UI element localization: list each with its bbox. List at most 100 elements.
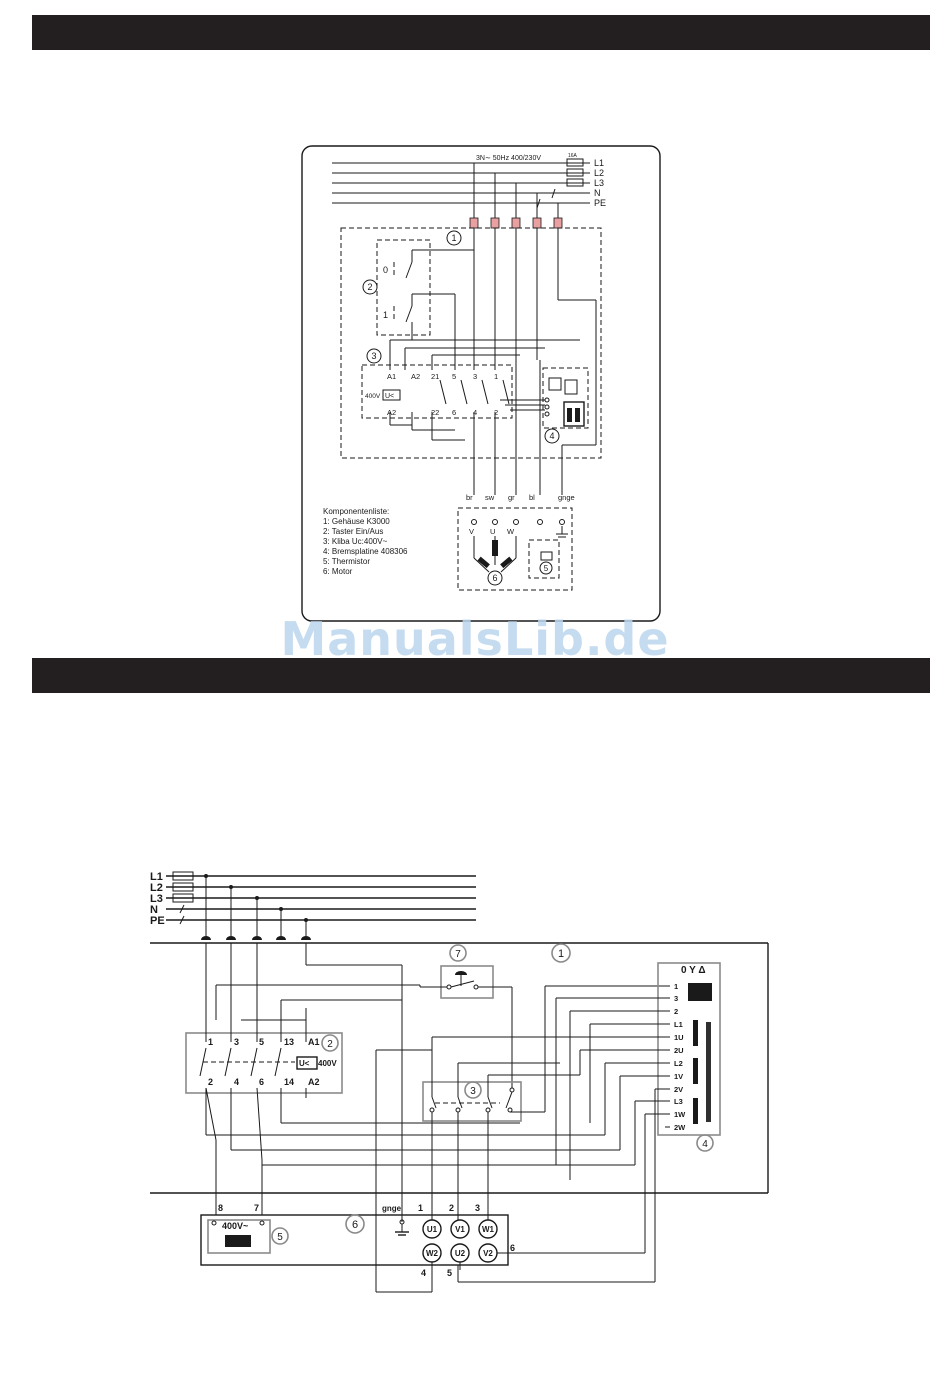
component-3: 3: Kliba Uc:400V~ — [323, 537, 388, 546]
contactor2-term-a1: A1 — [308, 1037, 320, 1047]
motor-2-lower-wiring — [376, 1252, 520, 1293]
phase-label-l3: L3 — [594, 178, 604, 188]
wire-color-gr: gr — [508, 493, 515, 502]
supply-lines-2 — [166, 871, 476, 940]
motor-term-v1: V1 — [455, 1225, 465, 1234]
phase-label-n: N — [594, 188, 601, 198]
phase-label-pe: PE — [594, 198, 606, 208]
supply-lines — [332, 158, 590, 209]
phase2-label-l1: L1 — [150, 871, 163, 883]
contactor2-term-13: 13 — [284, 1037, 294, 1047]
brake-term-1v: 1V — [674, 1072, 683, 1081]
phase2-label-l2: L2 — [150, 882, 163, 894]
contactor-box-2 — [185, 1032, 343, 1094]
diagram-1-frame — [301, 145, 661, 622]
coil-symbol-2: U< — [299, 1059, 310, 1068]
marker-2 — [362, 279, 378, 295]
diagram-2: L1 L2 L3 N PE — [150, 871, 769, 1293]
motor-wire-5: 5 — [447, 1268, 452, 1278]
motor-term-u2: U2 — [455, 1249, 466, 1258]
contactor-term-a1: A1 — [387, 372, 396, 381]
motor-1-windings — [473, 536, 517, 573]
fuse-rating: 16A — [568, 153, 578, 159]
svg-text:6: 6 — [492, 573, 497, 583]
fuse-l2 — [566, 168, 584, 177]
thermistor-2-parts — [211, 1220, 265, 1247]
motor-wire-1: 1 — [418, 1203, 423, 1213]
terminal-drops — [473, 163, 559, 218]
marker2-7 — [449, 944, 467, 962]
phase2-label-n: N — [150, 904, 158, 916]
supply-label: 3N∼ 50Hz 400/230V — [476, 155, 541, 162]
contactor2-term-5: 5 — [259, 1037, 264, 1047]
brake-board-2 — [657, 962, 721, 1136]
wire-color-br: br — [466, 493, 473, 502]
marker-6 — [487, 570, 503, 586]
emergency-stop-contacts — [419, 971, 513, 1088]
svg-text:1: 1 — [451, 233, 456, 243]
contactor-term-2: 2 — [494, 408, 498, 417]
fuse-l1 — [566, 158, 584, 167]
svg-text:4: 4 — [702, 1139, 708, 1150]
wire-color-gnge: gnge — [558, 493, 575, 502]
motor-term-v: V — [469, 527, 474, 536]
thermistor-box-1 — [528, 539, 560, 579]
phase2-label-l3: L3 — [150, 893, 163, 905]
contactor-term-21: 21 — [431, 372, 439, 381]
contactor-term-a2-bottom: A2 — [387, 408, 396, 417]
svg-text:2: 2 — [367, 282, 372, 292]
brake-board-1 — [542, 367, 589, 429]
header-bar-top — [32, 15, 930, 50]
svg-text:7: 7 — [455, 949, 461, 960]
motor-term-w2: W2 — [426, 1249, 439, 1258]
motor-wire-4: 4 — [421, 1268, 426, 1278]
push-button-contacts — [393, 249, 474, 340]
brake-term-l1: L1 — [674, 1020, 683, 1029]
component-1: 1: Gehäuse K3000 — [323, 517, 390, 526]
motor-box-1 — [457, 507, 573, 591]
diagram-1: 3N∼ 50Hz 400/230V 16A L1 L2 L3 N PE — [301, 145, 661, 622]
marker-5 — [539, 561, 553, 575]
contactor-term-22: 22 — [431, 408, 439, 417]
marker2-2 — [321, 1034, 339, 1052]
contactor-term-1: 1 — [494, 372, 498, 381]
thermistor-box-2 — [207, 1219, 271, 1254]
motor-wire-6: 6 — [510, 1243, 515, 1253]
phase-label-l1: L1 — [594, 158, 604, 168]
component-list: Komponentenliste: 1: Gehäuse K3000 2: Ta… — [323, 507, 408, 576]
marker-1 — [446, 230, 462, 246]
terminal-blocks — [469, 217, 563, 229]
motor-wire-2: 2 — [449, 1203, 454, 1213]
component-list-title: Komponentenliste: — [323, 507, 389, 516]
contactor2-term-3: 3 — [234, 1037, 239, 1047]
motor-term-u: U — [490, 527, 495, 536]
contactor-2-wiring — [199, 943, 635, 1215]
thermistor-term-7: 7 — [254, 1203, 259, 1213]
coil-2 — [296, 1056, 318, 1070]
brake-board-wiring — [431, 997, 670, 1283]
switch-position-1: 1 — [383, 310, 388, 320]
contactor-term-5: 5 — [452, 372, 456, 381]
component-4: 4: Bremsplatine 408306 — [323, 547, 408, 556]
brake-term-l2: L2 — [674, 1059, 683, 1068]
svg-text:5: 5 — [544, 564, 549, 573]
phase2-label-pe: PE — [150, 915, 165, 927]
motor-term-w: W — [507, 527, 515, 536]
brake-term-2u: 2U — [674, 1046, 684, 1055]
relay-contacts — [375, 985, 670, 1292]
earth-label: gnge — [382, 1204, 402, 1213]
coil-symbol-1: U< — [385, 393, 394, 400]
watermark: ManualsLib.de — [280, 612, 670, 666]
marker2-5 — [271, 1227, 289, 1245]
phase-label-l2: L2 — [594, 168, 604, 178]
marker2-3 — [464, 1081, 482, 1099]
brake-term-1u: 1U — [674, 1033, 684, 1042]
brake-term-2v: 2V — [674, 1085, 683, 1094]
svg-text:4: 4 — [549, 431, 554, 441]
motor-1-terminals — [471, 519, 568, 538]
contactor-1-wiring — [389, 228, 597, 495]
contactor2-term-4: 4 — [234, 1077, 239, 1087]
push-button-box — [376, 239, 431, 336]
emergency-stop-box — [440, 965, 494, 999]
marker-3 — [366, 348, 382, 364]
